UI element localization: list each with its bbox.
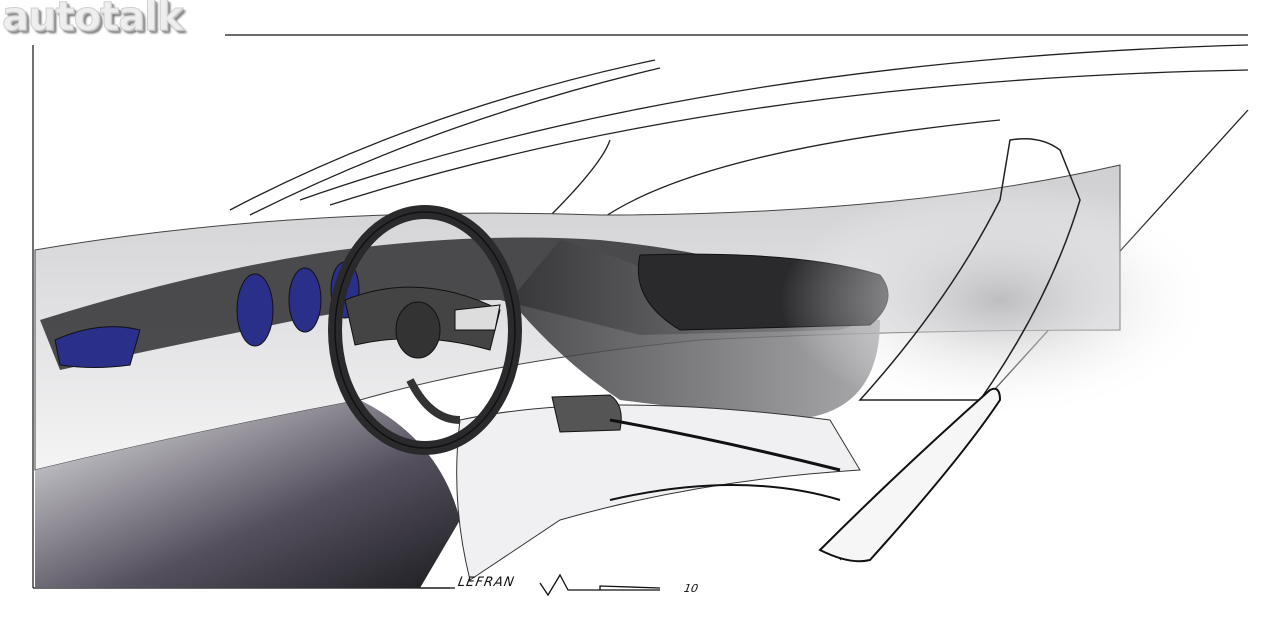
steering-wheel xyxy=(328,205,522,455)
artist-signature-name: LEFRAN xyxy=(456,575,516,590)
artist-signature-year: 10 xyxy=(682,582,700,595)
footwell xyxy=(35,400,460,588)
seat-shadow xyxy=(780,180,1220,420)
signature-flourish xyxy=(420,573,661,597)
gear-selector xyxy=(551,394,622,433)
autotalk-watermark: autotalk xyxy=(2,0,184,41)
console-trim-2 xyxy=(609,484,841,501)
seat-cushion xyxy=(818,387,1002,563)
seat-back xyxy=(858,138,1081,401)
lower-console xyxy=(456,404,861,581)
console-trim xyxy=(609,418,841,472)
left-vent xyxy=(54,326,141,368)
